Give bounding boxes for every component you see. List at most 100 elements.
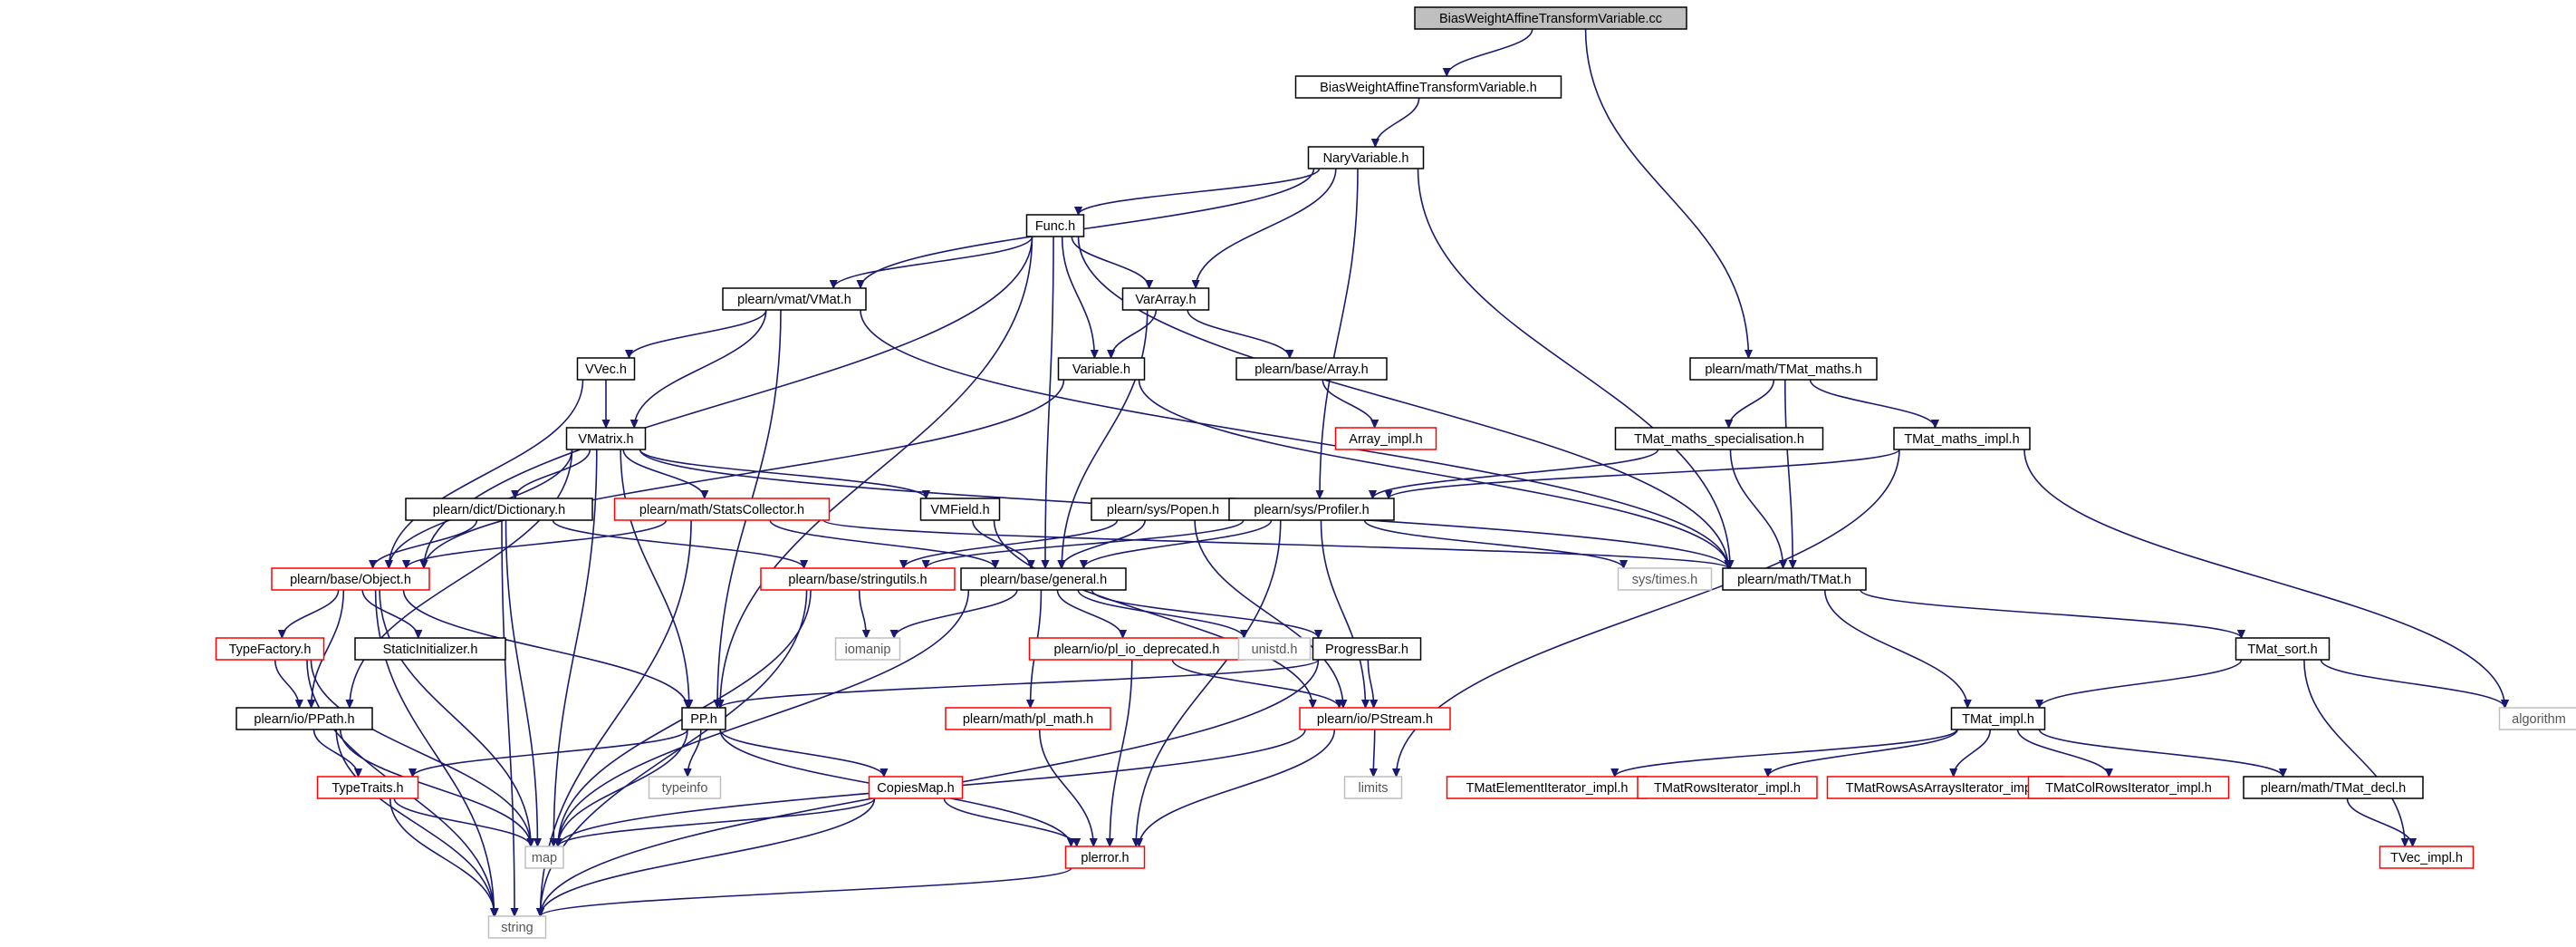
node-func[interactable]: Func.h [1025, 214, 1085, 237]
node-box [1312, 637, 1422, 661]
node-label: string [501, 921, 533, 935]
node-unistd[interactable]: unistd.h [1237, 637, 1312, 661]
edge-stringutils-to-iomanip [858, 589, 867, 638]
node-object[interactable]: plearn/base/Object.h [271, 567, 430, 591]
edge-typefactory-to-map [310, 659, 531, 846]
node-progressbar[interactable]: ProgressBar.h [1312, 637, 1422, 661]
node-box [1237, 637, 1312, 661]
node-label: plearn/io/pl_io_deprecated.h [1054, 643, 1220, 657]
edge-tmatmathsimpl-to-profiler [1389, 449, 1900, 498]
node-popen[interactable]: plearn/sys/Popen.h [1091, 498, 1235, 521]
edge-naryvar-to-profiler [1320, 168, 1359, 498]
node-basearray[interactable]: plearn/base/Array.h [1235, 357, 1388, 381]
node-label: plearn/base/general.h [980, 573, 1107, 587]
node-box [354, 637, 506, 661]
node-tmatelemiter[interactable]: TMatElementIterator_impl.h [1446, 776, 1648, 799]
node-typeinfo[interactable]: typeinfo [648, 776, 722, 799]
node-limits[interactable]: limits [1343, 776, 1403, 799]
node-box [1893, 427, 2031, 450]
node-box [524, 846, 564, 869]
edge-tmatimpl-to-tmatrowsiter [1768, 729, 1958, 777]
node-tvecimpl[interactable]: TVec_impl.h [2379, 846, 2475, 869]
node-naryvar[interactable]: NaryVariable.h [1307, 146, 1425, 169]
node-vararray[interactable]: VarArray.h [1121, 287, 1210, 311]
edge-popen-to-general [1062, 519, 1146, 568]
node-plmath[interactable]: plearn/math/pl_math.h [945, 707, 1111, 730]
node-tmatdecl[interactable]: plearn/math/TMat_decl.h [2243, 776, 2424, 799]
edge-typetraits-to-map [393, 797, 531, 846]
edge-ppath-to-typetraits [312, 729, 359, 777]
node-staticinit[interactable]: StaticInitializer.h [354, 637, 506, 661]
node-label: TMatRowsIterator_impl.h [1654, 781, 1801, 796]
node-plio[interactable]: plearn/io/pl_io_deprecated.h [1028, 637, 1245, 661]
edge-general-to-progressbar [1091, 589, 1319, 638]
node-label: map [532, 851, 557, 865]
node-vvec[interactable]: VVec.h [576, 357, 636, 381]
node-box [868, 776, 964, 799]
node-tmatmaths[interactable]: plearn/math/TMat_maths.h [1689, 357, 1878, 381]
node-box [1722, 567, 1867, 591]
node-string[interactable]: string [487, 915, 547, 939]
node-box [1121, 287, 1210, 311]
node-ppath[interactable]: plearn/io/PPath.h [235, 707, 373, 730]
node-label: plearn/vmat/VMat.h [737, 293, 851, 307]
node-label: plearn/dict/Dictionary.h [433, 503, 565, 517]
edge-vmatrix-to-vmfield [639, 449, 927, 498]
edge-dictionary-to-string [501, 519, 514, 916]
node-vmatrix[interactable]: VMatrix.h [565, 427, 647, 450]
node-box [1294, 75, 1562, 99]
edge-tmatimpl-to-tmatrowsarr [1954, 729, 1992, 777]
node-pstream[interactable]: plearn/io/PStream.h [1299, 707, 1451, 730]
node-algorithm[interactable]: algorithm [2498, 707, 2576, 730]
edge-pph-to-typetraits [413, 729, 688, 777]
edge-ppath-to-map [339, 729, 531, 846]
node-stringutils[interactable]: plearn/base/stringutils.h [760, 567, 956, 591]
node-box [565, 427, 647, 450]
node-label: TVec_impl.h [2390, 851, 2463, 865]
node-typefactory[interactable]: TypeFactory.h [215, 637, 325, 661]
node-tmatmathsimpl[interactable]: TMat_maths_impl.h [1893, 427, 2031, 450]
node-tmatsort[interactable]: TMat_sort.h [2235, 637, 2331, 661]
node-bwatv_h[interactable]: BiasWeightAffineTransformVariable.h [1294, 75, 1562, 99]
edge-tmatimpl-to-tmatelemiter [1615, 729, 1958, 777]
edge-tmatspec-to-tmat [1729, 449, 1783, 568]
edge-vmat-to-tmat [860, 309, 1728, 568]
node-arrayimpl[interactable]: Array_impl.h [1334, 427, 1437, 450]
node-tmatimpl[interactable]: TMat_impl.h [1950, 707, 2046, 730]
node-copiesmap[interactable]: CopiesMap.h [868, 776, 964, 799]
edge-copiesmap-to-map [558, 797, 876, 846]
node-label: plearn/base/stringutils.h [788, 573, 927, 587]
node-variable[interactable]: Variable.h [1057, 357, 1146, 381]
node-tmatcolrows[interactable]: TMatColRowsIterator_impl.h [2027, 776, 2230, 799]
node-label: plearn/base/Object.h [290, 573, 411, 587]
edge-object-to-map [379, 589, 531, 846]
node-map[interactable]: map [524, 846, 564, 869]
node-label: plearn/base/Array.h [1254, 362, 1368, 377]
node-box [2027, 776, 2230, 799]
node-pph[interactable]: PP.h [681, 707, 726, 730]
node-vmfield[interactable]: VMField.h [919, 498, 1001, 521]
node-tmatspec[interactable]: TMat_maths_specialisation.h [1614, 427, 1824, 450]
node-tmatrowsarr[interactable]: TMatRowsAsArraysIterator_impl.h [1826, 776, 2065, 799]
node-vmat[interactable]: plearn/vmat/VMat.h [722, 287, 867, 311]
edge-tmatimpl-to-tmatcolrows [2016, 729, 2110, 777]
node-box [1950, 707, 2046, 730]
node-tmatrowsiter[interactable]: TMatRowsIterator_impl.h [1637, 776, 1818, 799]
edge-tmat-to-tmatsort [1860, 589, 2242, 638]
node-statscollector[interactable]: plearn/math/StatsCollector.h [613, 498, 831, 521]
node-plerror[interactable]: plerror.h [1064, 846, 1146, 869]
node-typetraits[interactable]: TypeTraits.h [316, 776, 419, 799]
edge-naryvar-to-func [1079, 168, 1321, 215]
node-label: Array_impl.h [1349, 432, 1422, 447]
node-label: typeinfo [662, 781, 708, 796]
node-systimes[interactable]: sys/times.h [1617, 567, 1713, 591]
node-profiler[interactable]: plearn/sys/Profiler.h [1228, 498, 1395, 521]
node-box [722, 287, 867, 311]
node-root[interactable]: BiasWeightAffineTransformVariable.cc [1414, 6, 1687, 30]
node-box [945, 707, 1111, 730]
node-iomanip[interactable]: iomanip [834, 637, 901, 661]
node-label: unistd.h [1252, 643, 1298, 657]
node-dictionary[interactable]: plearn/dict/Dictionary.h [405, 498, 593, 521]
node-general[interactable]: plearn/base/general.h [960, 567, 1127, 591]
node-tmat[interactable]: plearn/math/TMat.h [1722, 567, 1867, 591]
